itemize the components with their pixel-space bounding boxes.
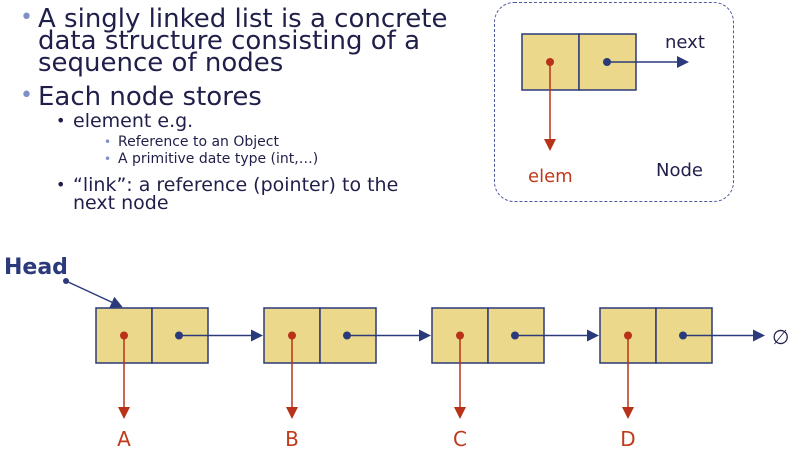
bullet-line: A primitive date type (int,…) [118, 151, 319, 167]
list-node-label: C [453, 427, 467, 451]
bullet-marker: • [20, 5, 33, 30]
single-node: next elem Node [521, 32, 705, 187]
bullet-line: next node [73, 192, 169, 214]
bullet-node-stores: • Each node stores [8, 82, 478, 112]
null-symbol: ∅ [772, 325, 789, 349]
head-label: Head [4, 255, 68, 280]
node-label: Node [656, 160, 703, 181]
bullet-marker: • [20, 83, 33, 108]
list-node-label: A [117, 427, 131, 451]
bullet-line: Reference to an Object [118, 134, 279, 150]
bullet-line: “link”: a reference (pointer) to the [73, 174, 399, 196]
list-nodes: A B C D [95, 307, 765, 451]
bullet-line: data structure consisting of a [38, 26, 421, 56]
next-label: next [665, 32, 705, 53]
bullet-line: element e.g. [73, 110, 194, 132]
subbullet-element: • element e.g. [8, 110, 478, 132]
bullet-line: Each node stores [38, 82, 262, 112]
subsubbullet-primitive: • A primitive date type (int,…) [8, 151, 478, 168]
head-arrow [65, 280, 123, 308]
bullet-definition: • A singly linked list is a concrete dat… [8, 4, 478, 78]
elem-label: elem [528, 166, 573, 187]
bullet-list: • A singly linked list is a concrete dat… [8, 0, 478, 213]
subbullet-link: • “link”: a reference (pointer) to the n… [8, 174, 478, 214]
bullet-marker: • [104, 135, 112, 149]
node-diagram-frame [494, 2, 734, 202]
bullet-line: A singly linked list is a concrete [38, 4, 448, 34]
bullet-marker: • [56, 175, 66, 194]
bullet-marker: • [56, 111, 66, 130]
bullet-line: sequence of nodes [38, 48, 284, 78]
list-node-label: D [620, 427, 635, 451]
bullet-marker: • [104, 152, 112, 166]
subsubbullet-object: • Reference to an Object [8, 134, 478, 151]
list-node-label: B [285, 427, 299, 451]
